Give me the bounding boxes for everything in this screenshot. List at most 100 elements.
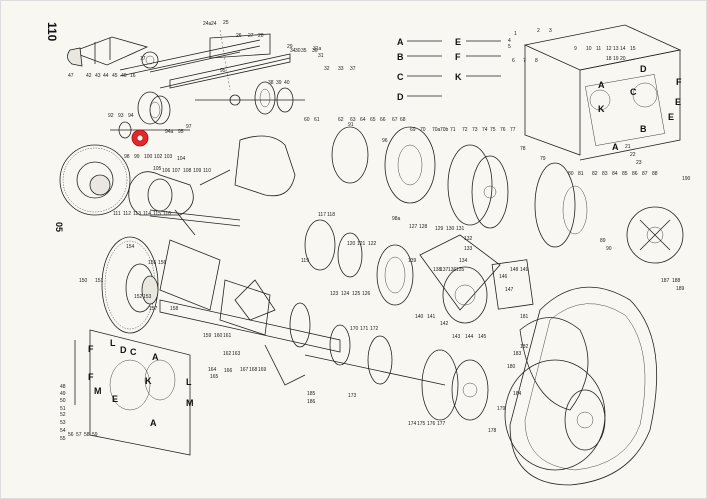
part-callout: 89 [600, 238, 606, 244]
part-callout: 62 [338, 117, 344, 123]
part-callout: 141 [427, 314, 436, 320]
part-callout: 125 [352, 291, 361, 297]
part-callout: 124 [341, 291, 350, 297]
part-callout: 149 [520, 267, 529, 273]
part-callout: 180 [507, 364, 516, 370]
part-callout: 13 [613, 46, 619, 52]
part-callout: 187 [661, 278, 670, 284]
part-callout: 36 [312, 48, 318, 54]
part-callout: 122 [368, 241, 377, 247]
part-callout: 145 [478, 334, 487, 340]
cover-plate: F F M L D C A K E A L M [74, 329, 194, 456]
part-callout: 109 [193, 168, 202, 174]
part-callout: 91 [348, 122, 354, 128]
part-callout: 95 [220, 68, 226, 74]
part-callout: 153 [143, 294, 152, 300]
part-callout: 58 [84, 432, 90, 438]
part-callout: 20 [620, 56, 626, 62]
part-callout: 118 [327, 212, 335, 218]
part-callout: 176 [427, 421, 436, 427]
part-callout: 35 [301, 48, 307, 54]
part-callout: 111 [113, 211, 121, 217]
part-callout: 183 [513, 351, 522, 357]
part-callout: 8 [535, 58, 538, 64]
part-callout: 37 [350, 66, 356, 72]
part-callout: 68 [400, 117, 406, 123]
part-callout: 165 [210, 374, 219, 380]
part-callout: 17 [140, 56, 146, 62]
part-callout: 75 [490, 127, 496, 133]
svg-text:L: L [110, 338, 116, 348]
part-callout: 24a [203, 21, 212, 27]
part-callout: 16 [130, 73, 136, 79]
brake-drum-group [234, 126, 684, 264]
part-callout: 61 [314, 117, 320, 123]
part-callout: 168 [249, 367, 258, 373]
part-callout: 23 [636, 160, 642, 166]
part-callout: 188 [672, 278, 681, 284]
part-callout: 14 [620, 46, 626, 52]
part-callout: 49 [60, 391, 66, 397]
part-callout: 30 [295, 48, 301, 54]
svg-text:K: K [598, 104, 605, 114]
part-callout: 81 [578, 171, 584, 177]
part-callout: 135 [456, 267, 465, 273]
part-callout: 31a [313, 46, 322, 52]
part-callout: 44 [103, 73, 109, 79]
pinion-gear-set [110, 91, 190, 139]
part-callout: 65 [370, 117, 376, 123]
part-callout: 133 [464, 246, 473, 252]
part-callout: 90 [606, 246, 612, 252]
part-callout: 78 [520, 146, 526, 152]
part-callout: 114 [143, 211, 151, 217]
part-callout: 119 [301, 258, 309, 264]
svg-text:E: E [675, 97, 681, 107]
part-callout: 77 [510, 127, 516, 133]
svg-text:F: F [455, 52, 461, 62]
svg-text:F: F [88, 372, 94, 382]
part-callout: 137 [440, 267, 449, 273]
part-callout: 51 [60, 406, 66, 412]
part-callout: 142 [440, 321, 449, 327]
part-callout: 66 [380, 117, 386, 123]
part-callout: 15 [630, 46, 636, 52]
part-callout: 43 [95, 73, 101, 79]
part-callout: 162 [223, 351, 232, 357]
part-callout: 40 [284, 80, 290, 86]
part-callout: 144 [465, 334, 474, 340]
svg-text:L: L [186, 377, 192, 387]
part-callout: 146 [499, 274, 508, 280]
part-callout: 32 [324, 66, 330, 72]
bolt-key-column: A B C D E F K [397, 37, 501, 102]
svg-text:A: A [152, 352, 159, 362]
part-callout: 167 [240, 367, 249, 373]
wheel-hub [304, 335, 489, 421]
part-callout: 102 [154, 154, 163, 160]
part-callout: 82 [592, 171, 598, 177]
svg-text:C: C [130, 347, 137, 357]
part-callout: 5 [508, 44, 511, 50]
part-callout: 50 [60, 398, 66, 404]
large-ring-gear [59, 144, 131, 216]
svg-text:E: E [455, 37, 461, 47]
part-callout: 170 [350, 326, 359, 332]
part-callout: 140 [415, 314, 424, 320]
part-callout: 56 [68, 432, 74, 438]
part-callout: 161 [223, 333, 232, 339]
part-callout: 42 [86, 73, 92, 79]
part-callout: 33 [338, 66, 344, 72]
part-callout: 34 [290, 48, 296, 54]
part-callout: 69 [410, 127, 416, 133]
part-callout: 106 [162, 168, 171, 174]
part-callout: 136 [448, 267, 457, 273]
part-callout: 104 [177, 156, 186, 162]
part-callout: 70a [432, 127, 441, 133]
svg-text:A: A [598, 80, 605, 90]
part-callout: 159 [203, 333, 212, 339]
svg-text:K: K [145, 376, 152, 386]
part-callout: 163 [232, 351, 241, 357]
part-callout: 190 [682, 176, 691, 182]
part-callout: 132 [464, 236, 473, 242]
part-callout: 143 [452, 334, 461, 340]
